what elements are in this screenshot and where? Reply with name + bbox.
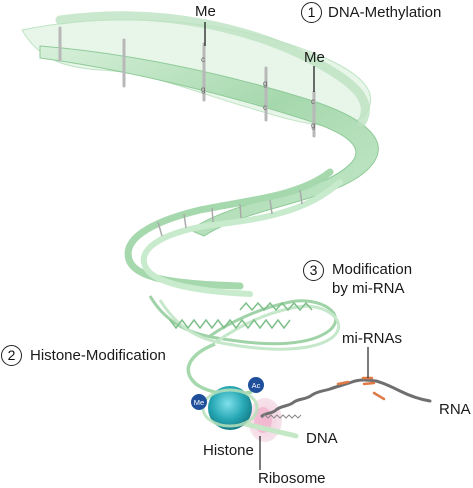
histone-tag-acetyl <box>248 377 264 393</box>
ribosome-label: Ribosome <box>258 470 326 487</box>
step3-number: 3 <box>303 260 324 281</box>
dna-strand-mid-a <box>124 168 334 290</box>
dna-strand-upper <box>55 11 370 127</box>
base-letter-g: g <box>311 121 315 130</box>
methyl-label-2: Me <box>304 49 325 66</box>
histone-label: Histone <box>203 442 254 459</box>
rung <box>211 207 214 223</box>
dna-strand-mid-b <box>140 179 343 297</box>
base-letter-g: g <box>201 85 205 94</box>
mirna-fragment <box>336 380 350 386</box>
base-letter-c: c <box>311 97 315 106</box>
rung <box>183 213 187 229</box>
step3-title-line2: by mi-RNA <box>332 280 405 297</box>
histone-tag-methyl-label: Me <box>194 398 204 407</box>
rung <box>157 221 163 237</box>
coil-loop <box>148 295 338 346</box>
coil-to-histone <box>186 342 253 396</box>
step3-title-line1: Modification <box>332 261 413 278</box>
rung <box>299 189 303 205</box>
coil-zigzag <box>169 318 291 330</box>
histone-tag-acetyl-label: Ac <box>252 381 261 390</box>
dna-label: DNA <box>306 430 338 447</box>
mirnas-label: mi-RNAs <box>342 330 402 347</box>
dna-strand-front <box>39 45 379 237</box>
coil-zigzag <box>239 301 313 312</box>
rung <box>239 203 242 219</box>
rung <box>269 199 273 215</box>
mirna-fragment <box>372 391 386 401</box>
base-letter-g: g <box>263 79 267 88</box>
step2-number: 2 <box>1 345 22 366</box>
dna-coil <box>148 295 341 396</box>
rna-label: RNA <box>439 401 471 418</box>
dna-helix-middle <box>124 168 343 297</box>
coil-loop <box>158 299 341 351</box>
histone-complex: Me Ac <box>191 377 264 430</box>
rna-strand <box>260 378 432 418</box>
histone-tag-methyl <box>191 394 207 410</box>
base-pair-rungs <box>58 26 316 138</box>
methyl-label-1: Me <box>195 3 216 20</box>
mid-rungs <box>157 189 303 237</box>
step1-number: 1 <box>301 2 322 23</box>
mirna-fragment <box>362 381 376 386</box>
step1-title: DNA-Methylation <box>328 4 442 21</box>
base-letter-c: c <box>201 55 205 64</box>
rna-strand-texture <box>261 414 302 419</box>
base-letter-c: c <box>263 103 267 112</box>
histone <box>208 386 252 430</box>
dna-helix-top: c g g c c g <box>21 11 379 237</box>
step2-title: Histone-Modification <box>30 347 166 364</box>
